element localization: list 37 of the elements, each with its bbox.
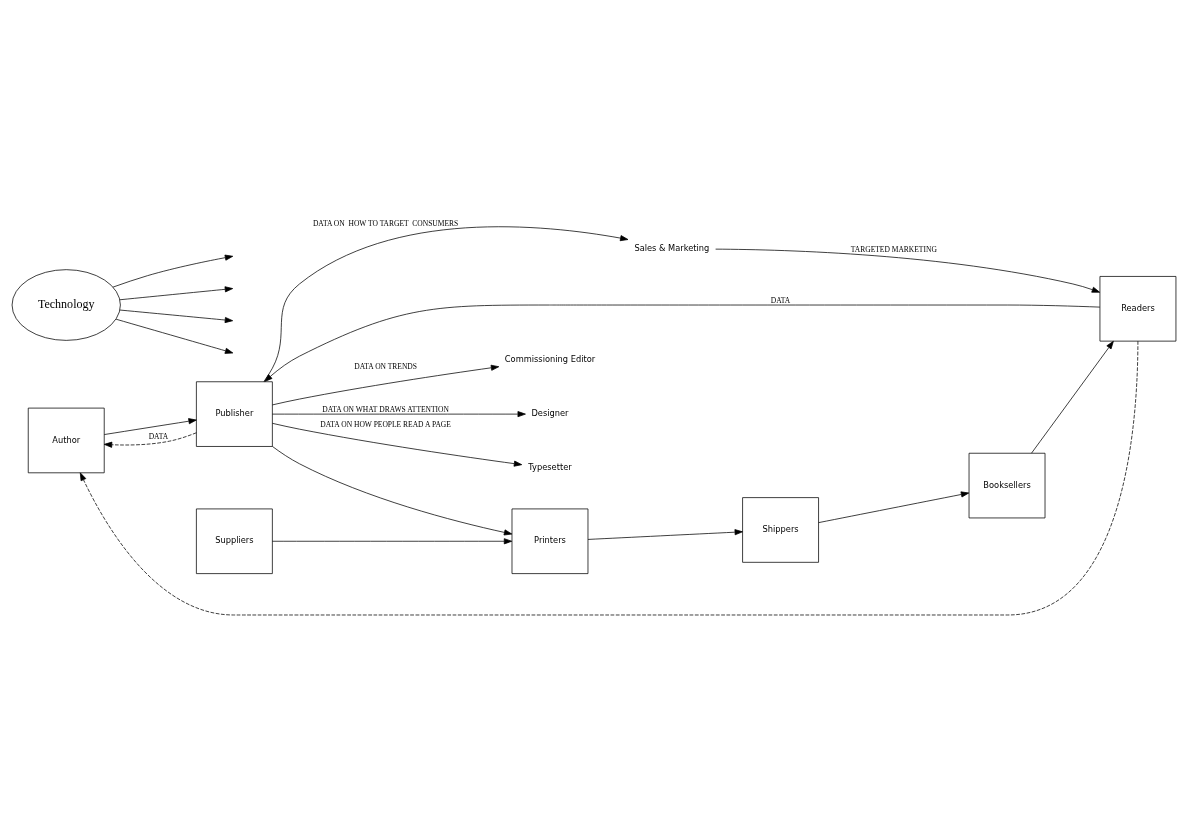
node-text: Designer [531, 407, 569, 418]
edge-label: DATA ON TRENDS [354, 361, 417, 371]
arrow [103, 431, 197, 448]
arrow [272, 445, 513, 535]
edge-label: DATA ON HOW PEOPLE READ A PAGE [320, 419, 451, 429]
node-box: Suppliers [196, 508, 273, 574]
arrow [818, 490, 970, 523]
arrow [104, 417, 197, 435]
arrow [79, 340, 1139, 615]
arrow [272, 537, 513, 544]
node-text: Commissioning Editor [504, 353, 596, 364]
arrow [272, 364, 500, 405]
arrow [112, 254, 234, 287]
arrow [272, 422, 523, 467]
edge-label: DATA ON HOW TO TARGET CONSUMERS [312, 218, 459, 228]
edge-label: DATA [148, 431, 169, 441]
node-box: Printers [511, 508, 589, 574]
edge-label: TARGETED MARKETING [850, 244, 937, 254]
arrow [272, 410, 526, 417]
arrow [1031, 340, 1114, 454]
edge-label: DATA [770, 295, 791, 305]
node-box: Readers [1099, 275, 1177, 341]
arrow [115, 318, 234, 354]
node-box: Author [27, 407, 105, 473]
arrow [263, 225, 629, 382]
arrow [264, 304, 1101, 382]
arrow [119, 309, 234, 323]
node-box: Booksellers [968, 452, 1046, 518]
node-text: Typesetter [528, 461, 572, 472]
edge-label: DATA ON WHAT DRAWS ATTENTION [322, 404, 449, 414]
node-text: Sales & Marketing [634, 242, 710, 253]
node-ellipse: Technology [11, 268, 121, 341]
node-box: Publisher [196, 380, 273, 447]
arrow [587, 528, 743, 540]
arrow [119, 285, 234, 300]
node-box: Shippers [742, 496, 819, 563]
arrow [715, 248, 1101, 293]
